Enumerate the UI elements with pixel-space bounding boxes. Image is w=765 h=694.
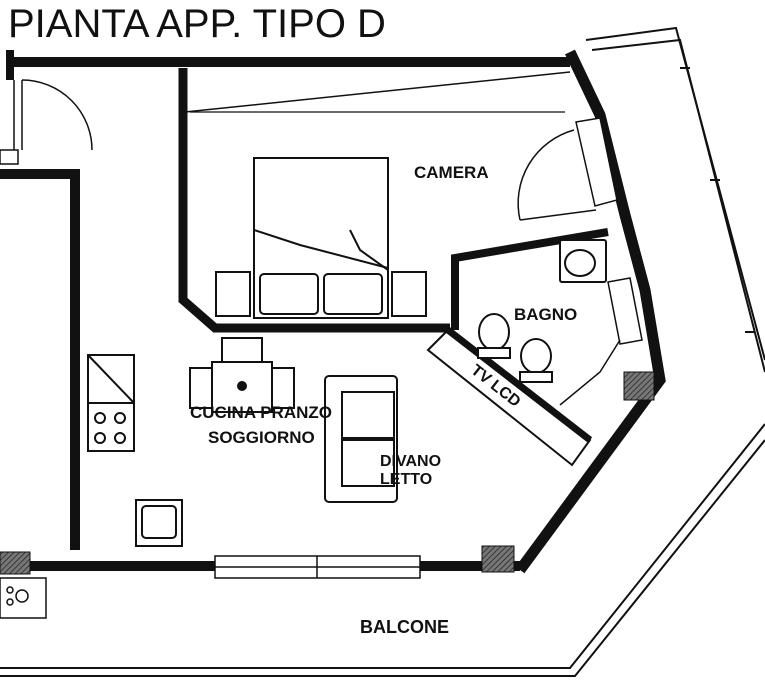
right-windows bbox=[575, 117, 643, 345]
entry-door bbox=[0, 79, 93, 165]
exterior-walls bbox=[0, 49, 666, 574]
bedroom-walls bbox=[178, 68, 571, 333]
bidet bbox=[519, 338, 553, 383]
column-bottom-right bbox=[481, 545, 515, 573]
label-divano: DIVANO bbox=[380, 453, 441, 470]
bedroom-door bbox=[517, 129, 597, 221]
column-left bbox=[0, 551, 31, 575]
dining-table bbox=[189, 337, 295, 413]
label-bagno: BAGNO bbox=[514, 305, 577, 324]
plan-title: PIANTA APP. TIPO D bbox=[8, 2, 386, 46]
label-balcone: BALCONE bbox=[360, 617, 449, 637]
sofa-bed bbox=[324, 375, 398, 503]
kitchen-counter bbox=[87, 354, 183, 547]
balcony-outline bbox=[0, 26, 765, 677]
utility-block bbox=[0, 577, 47, 619]
label-soggiorno: SOGGIORNO bbox=[208, 428, 315, 447]
label-letto: LETTO bbox=[380, 471, 432, 488]
label-camera: CAMERA bbox=[414, 163, 489, 182]
sink-bathroom bbox=[559, 239, 607, 283]
toilet bbox=[477, 313, 511, 359]
bathroom-walls bbox=[426, 228, 621, 467]
column-right bbox=[623, 371, 655, 401]
double-bed bbox=[215, 157, 427, 319]
label-cucina-pranzo: CUCINA PRANZO bbox=[190, 403, 332, 422]
balcony-window bbox=[214, 555, 421, 579]
